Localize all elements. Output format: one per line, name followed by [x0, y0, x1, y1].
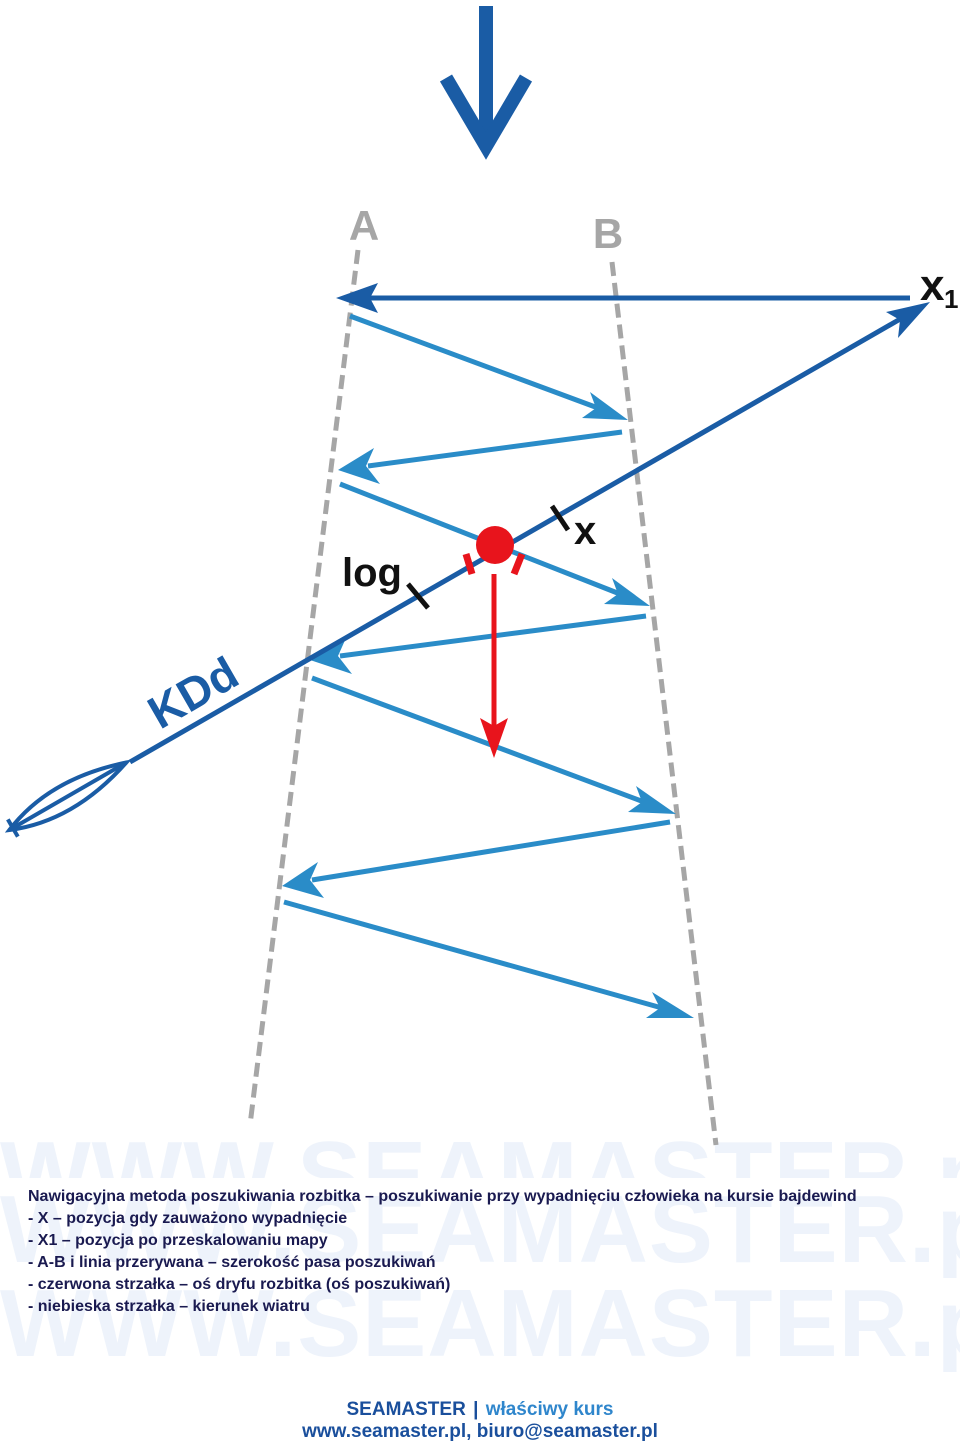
boat-icon [4, 759, 132, 838]
search-leg-1 [349, 313, 628, 420]
footer-contact: www.seamaster.pl, biuro@seamaster.pl [302, 1421, 658, 1442]
caption-item-x: - X – pozycja gdy zauważono wypadnięcie [28, 1210, 348, 1227]
footer-separator: | [473, 1399, 479, 1420]
search-leg-5 [311, 675, 676, 814]
course-line [128, 302, 930, 765]
x-tick [549, 504, 571, 532]
label-x: x [574, 509, 596, 553]
watermark-line-1: WWW.SEAMASTER.pl [0, 1128, 960, 1178]
log-tick [406, 582, 430, 610]
search-pattern-diagram: A B x 1 x log KDd [4, 6, 958, 1146]
search-leg-2 [338, 429, 623, 484]
caption-item-x1: - X1 – pozycja po przeskalowaniu mapy [28, 1232, 328, 1249]
footer-brand: SEAMASTER [346, 1399, 466, 1420]
caption-item-red-arrow: - czerwona strzałka – oś dryfu rozbitka … [28, 1276, 451, 1293]
search-boundary-b [609, 261, 719, 1146]
search-pattern-arrows [282, 313, 694, 1018]
caption-item-ab: - A-B i linia przerywana – szerokość pas… [28, 1254, 436, 1271]
caption: Nawigacyjna metoda poszukiwania rozbitka… [28, 1186, 943, 1318]
label-x1-subscript: 1 [944, 284, 958, 314]
label-b: B [593, 210, 623, 257]
watermark-line-2: WWW.SEAMASTER.pl [0, 1182, 960, 1278]
search-leg-4 [310, 613, 647, 674]
caption-title: Nawigacyjna metoda poszukiwania rozbitka… [28, 1188, 857, 1205]
caption-item-blue-arrow: - niebieska strzałka – kierunek wiatru [28, 1298, 310, 1315]
drift-arrow [480, 574, 508, 758]
search-leg-6 [282, 819, 671, 898]
footer-brand-line: SEAMASTER | właściwy kurs [0, 1399, 960, 1421]
watermark-line-3: WWW.SEAMASTER.pl [0, 1276, 960, 1372]
person-overboard-icon [462, 526, 526, 576]
label-x1: x [920, 261, 945, 310]
search-leg-7 [283, 899, 694, 1018]
footer-tagline: właściwy kurs [485, 1399, 614, 1420]
label-log: log [342, 551, 402, 595]
wind-arrow-icon [439, 6, 533, 160]
x1-to-a-arrow [336, 283, 910, 313]
label-a: A [349, 202, 379, 249]
